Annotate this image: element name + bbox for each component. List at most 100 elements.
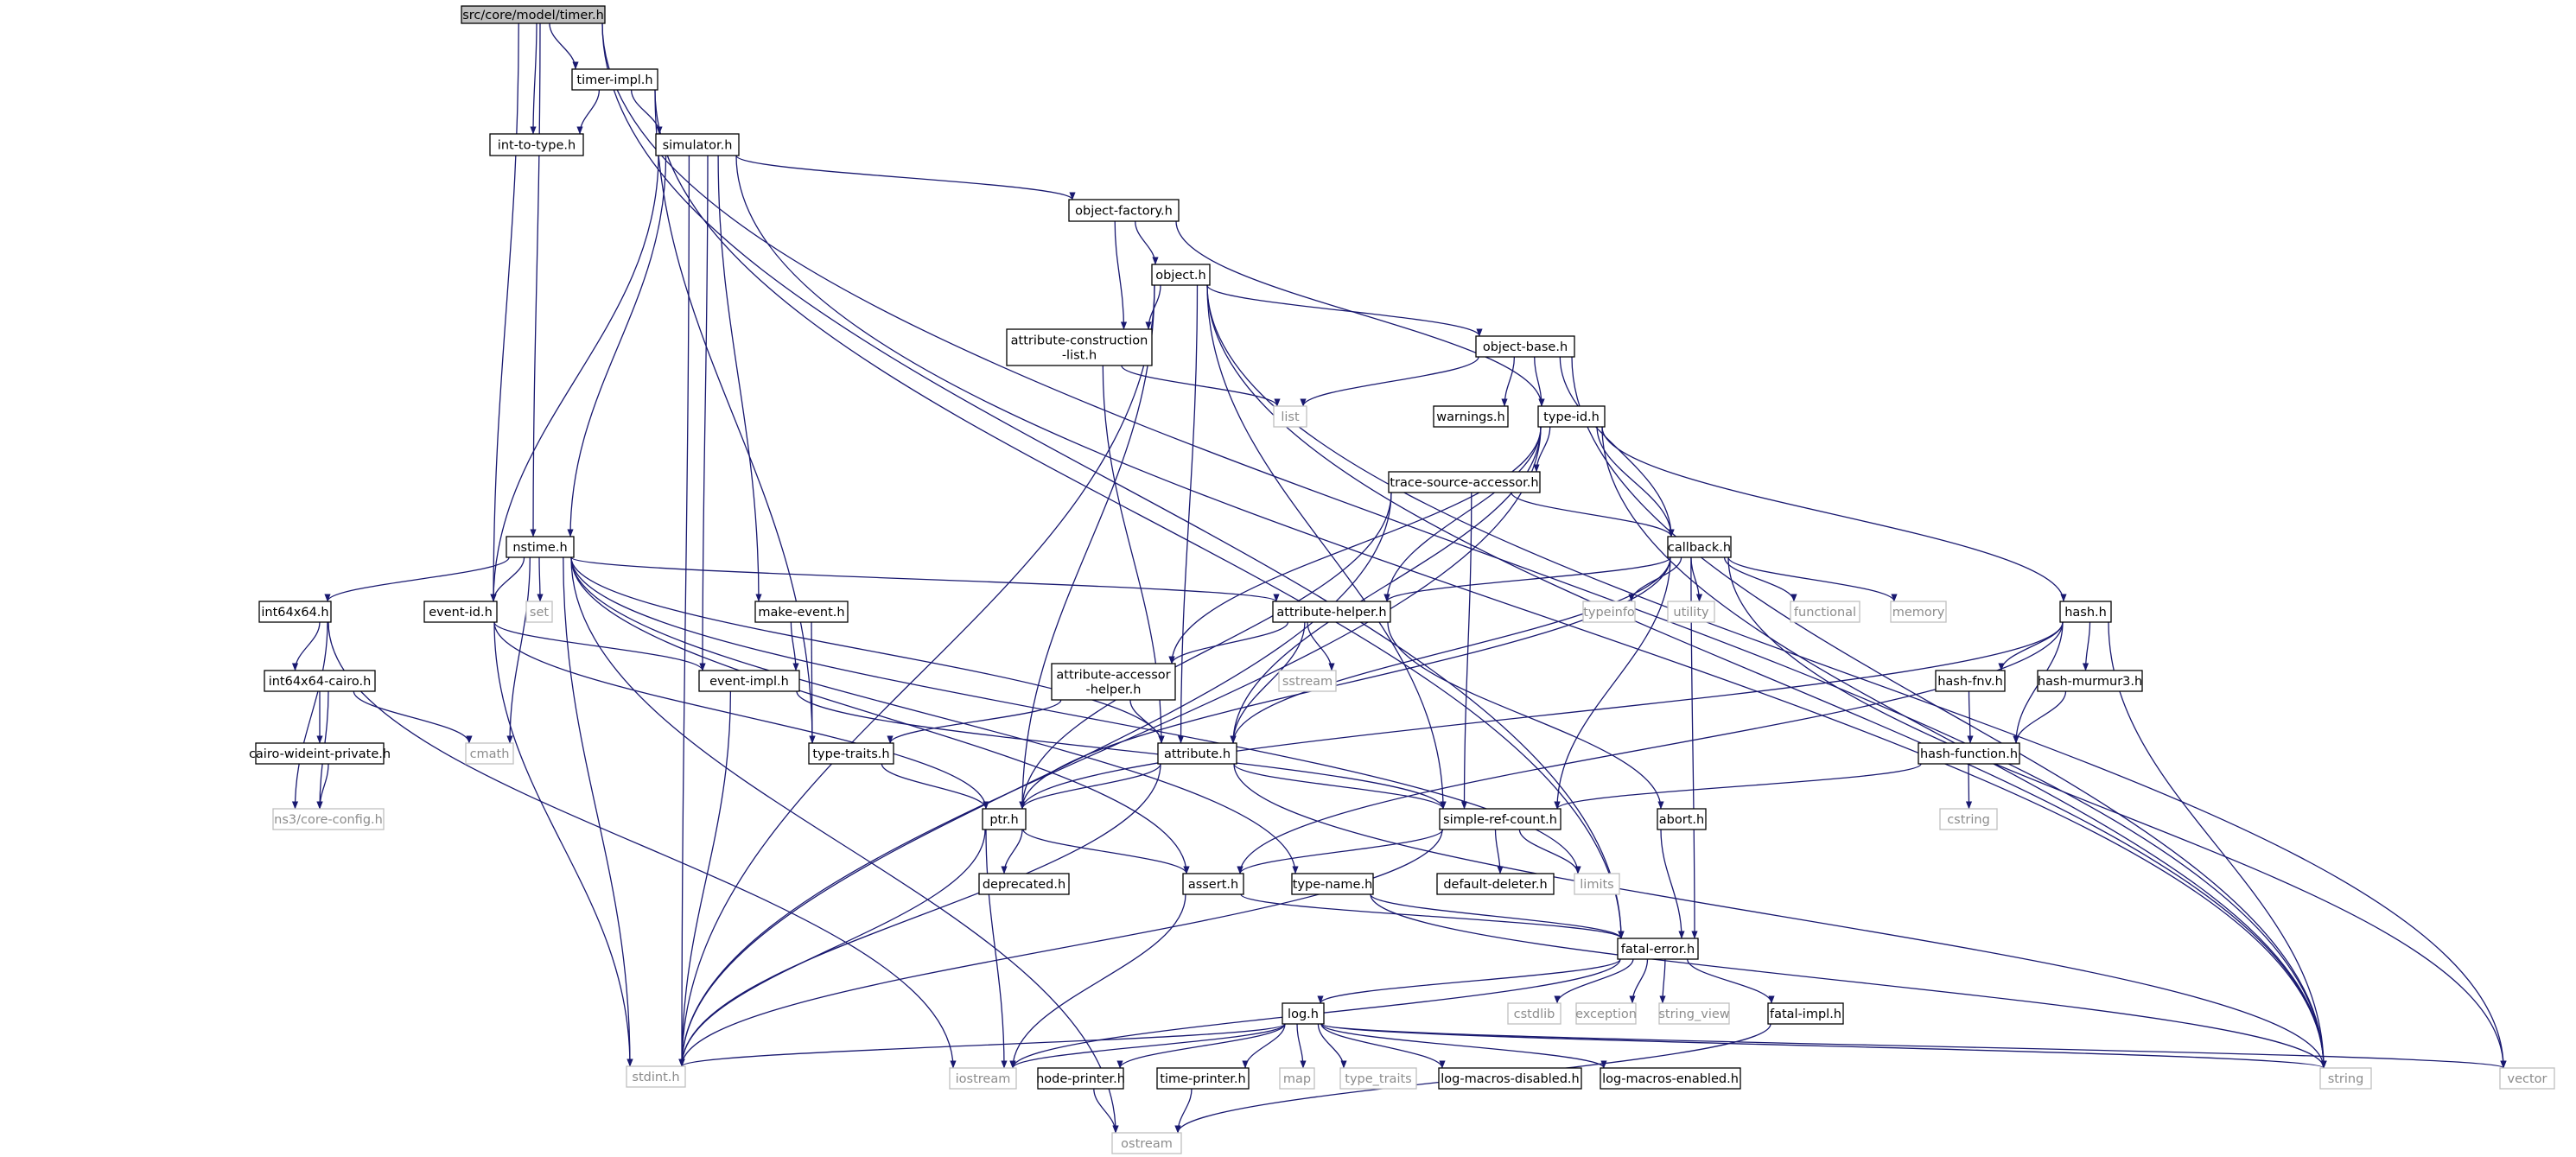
- node-hashfunc[interactable]: hash-function.h: [1918, 742, 2020, 765]
- node-label-objfactory: object-factory.h: [1075, 205, 1173, 219]
- node-cstring[interactable]: cstring: [1939, 808, 1998, 830]
- node-box-int64cairo: [264, 670, 376, 692]
- node-timeprinter[interactable]: time-printer.h: [1156, 1067, 1250, 1090]
- node-label-cmath: cmath: [470, 747, 510, 761]
- node-hashfnv[interactable]: hash-fnv.h: [1935, 670, 2006, 692]
- node-callback[interactable]: callback.h: [1667, 536, 1732, 558]
- node-exception[interactable]: exception: [1575, 1002, 1637, 1025]
- edge-objfactory-to-attrcons: [1114, 220, 1128, 330]
- node-typename[interactable]: type-name.h: [1291, 873, 1374, 895]
- node-deprecated[interactable]: deprecated.h: [978, 873, 1070, 895]
- node-label-fatalerror: fatal-error.h: [1621, 943, 1695, 957]
- node-box-cstring: [1939, 808, 1998, 830]
- edge-nstime-to-stdint: [563, 556, 633, 1067]
- edge-fatalerror-to-fatalimpl: [1687, 958, 1775, 1004]
- node-attribute[interactable]: attribute.h: [1157, 742, 1237, 765]
- node-typetraits_h[interactable]: type-traits.h: [808, 742, 894, 765]
- node-object[interactable]: object.h: [1151, 264, 1211, 286]
- node-ostream[interactable]: ostream: [1111, 1132, 1182, 1154]
- node-label-typetraits_h: type-traits.h: [812, 747, 889, 761]
- node-coreconfig[interactable]: ns3/core-config.h: [272, 808, 385, 830]
- node-label-eventimpl: event-impl.h: [709, 675, 789, 689]
- node-box-nstime: [506, 536, 575, 558]
- edge-callback-to-attrhelper: [1383, 556, 1671, 602]
- edge-log-to-timeprinter: [1242, 1023, 1286, 1069]
- edge-typename-to-fatalerror: [1370, 893, 1625, 939]
- node-memory[interactable]: memory: [1890, 601, 1947, 623]
- node-limits[interactable]: limits: [1574, 873, 1620, 895]
- node-timerimpl[interactable]: timer-impl.h: [571, 68, 658, 91]
- node-eventid[interactable]: event-id.h: [423, 601, 498, 623]
- node-hashmm3[interactable]: hash-murmur3.h: [2037, 670, 2143, 692]
- node-objbase[interactable]: object-base.h: [1475, 335, 1575, 358]
- node-label-attrcons: attribute-construction: [1011, 334, 1148, 348]
- node-objfactory[interactable]: object-factory.h: [1068, 199, 1180, 222]
- node-string_view[interactable]: string_view: [1658, 1002, 1730, 1025]
- node-inttotype[interactable]: int-to-type.h: [489, 133, 584, 156]
- edge-nstime-to-set: [537, 556, 544, 602]
- node-sstream[interactable]: sstream: [1278, 670, 1337, 692]
- node-fatalimpl[interactable]: fatal-impl.h: [1767, 1002, 1844, 1025]
- node-eventimpl[interactable]: event-impl.h: [698, 670, 800, 692]
- node-logdis[interactable]: log-macros-disabled.h: [1438, 1067, 1582, 1090]
- node-label-vector: vector: [2508, 1072, 2547, 1086]
- node-cstdlib[interactable]: cstdlib: [1507, 1002, 1562, 1025]
- node-box-functional: [1790, 601, 1860, 623]
- node-label-cstdlib: cstdlib: [1514, 1008, 1555, 1021]
- edge-fatalerror-to-string_view: [1659, 958, 1666, 1004]
- edge-nstime-to-typename: [570, 556, 1299, 874]
- node-label-inttotype: int-to-type.h: [498, 139, 576, 153]
- node-makeevent[interactable]: make-event.h: [754, 601, 849, 623]
- node-nodeprinter[interactable]: node-printer.h: [1036, 1067, 1125, 1090]
- node-cairo[interactable]: cairo-wideint-private.h: [249, 742, 391, 765]
- node-logen[interactable]: log-macros-enabled.h: [1600, 1067, 1741, 1090]
- node-string[interactable]: string: [2319, 1067, 2372, 1090]
- node-tsa[interactable]: trace-source-accessor.h: [1388, 471, 1541, 493]
- node-box-limits: [1574, 873, 1620, 895]
- node-attracc[interactable]: attribute-accessor-helper.h: [1051, 663, 1176, 701]
- node-label-nodeprinter: node-printer.h: [1036, 1072, 1125, 1086]
- node-label-attribute: attribute.h: [1164, 747, 1231, 761]
- node-ptr[interactable]: ptr.h: [982, 808, 1027, 830]
- node-utility[interactable]: utility: [1667, 601, 1715, 623]
- node-attrhelper[interactable]: attribute-helper.h: [1272, 601, 1391, 623]
- node-fatalerror[interactable]: fatal-error.h: [1617, 938, 1699, 960]
- node-box-typeinfo: [1582, 601, 1636, 623]
- node-log[interactable]: log.h: [1282, 1002, 1325, 1025]
- node-src[interactable]: simple-ref-count.h: [1439, 808, 1562, 830]
- node-attrcons[interactable]: attribute-construction-list.h: [1006, 328, 1153, 366]
- node-set[interactable]: set: [525, 601, 553, 623]
- edge-log-to-logdis: [1320, 1023, 1446, 1069]
- edge-tsa-to-ptr: [1019, 492, 1392, 810]
- node-stdint[interactable]: stdint.h: [626, 1065, 686, 1088]
- node-box-typeid: [1537, 405, 1606, 428]
- node-cmath[interactable]: cmath: [465, 742, 514, 765]
- node-hash[interactable]: hash.h: [2059, 601, 2112, 623]
- node-type_traits[interactable]: type_traits: [1339, 1067, 1417, 1090]
- node-box-attrhelper: [1272, 601, 1391, 623]
- edge-simulator-to-nstime: [567, 155, 667, 537]
- node-int64x64[interactable]: int64x64.h: [258, 601, 332, 623]
- node-label-nstime: nstime.h: [512, 541, 567, 555]
- edge-object-to-src: [1206, 284, 1447, 810]
- edge-objbase-to-typeid: [1534, 356, 1545, 407]
- node-functional[interactable]: functional: [1790, 601, 1860, 623]
- node-nstime[interactable]: nstime.h: [506, 536, 575, 558]
- node-simulator[interactable]: simulator.h: [655, 133, 740, 156]
- node-map[interactable]: map: [1279, 1067, 1315, 1090]
- node-defdeleter[interactable]: default-deleter.h: [1436, 873, 1555, 895]
- node-abort[interactable]: abort.h: [1657, 808, 1707, 830]
- node-box-typename: [1291, 873, 1374, 895]
- node-vector[interactable]: vector: [2499, 1067, 2555, 1090]
- node-typeinfo[interactable]: typeinfo: [1582, 601, 1636, 623]
- node-warnings[interactable]: warnings.h: [1433, 405, 1509, 428]
- edge-hash-to-hashfnv: [1998, 621, 2064, 671]
- node-iostream[interactable]: iostream: [949, 1067, 1017, 1090]
- node-typeid[interactable]: type-id.h: [1537, 405, 1606, 428]
- node-timer[interactable]: src/core/model/timer.h: [461, 5, 606, 24]
- node-list[interactable]: list: [1273, 405, 1307, 428]
- node-assert[interactable]: assert.h: [1182, 873, 1244, 895]
- edge-fatalerror-to-exception: [1629, 958, 1649, 1004]
- node-int64cairo[interactable]: int64x64-cairo.h: [264, 670, 376, 692]
- edge-attribute-to-src: [1233, 763, 1447, 810]
